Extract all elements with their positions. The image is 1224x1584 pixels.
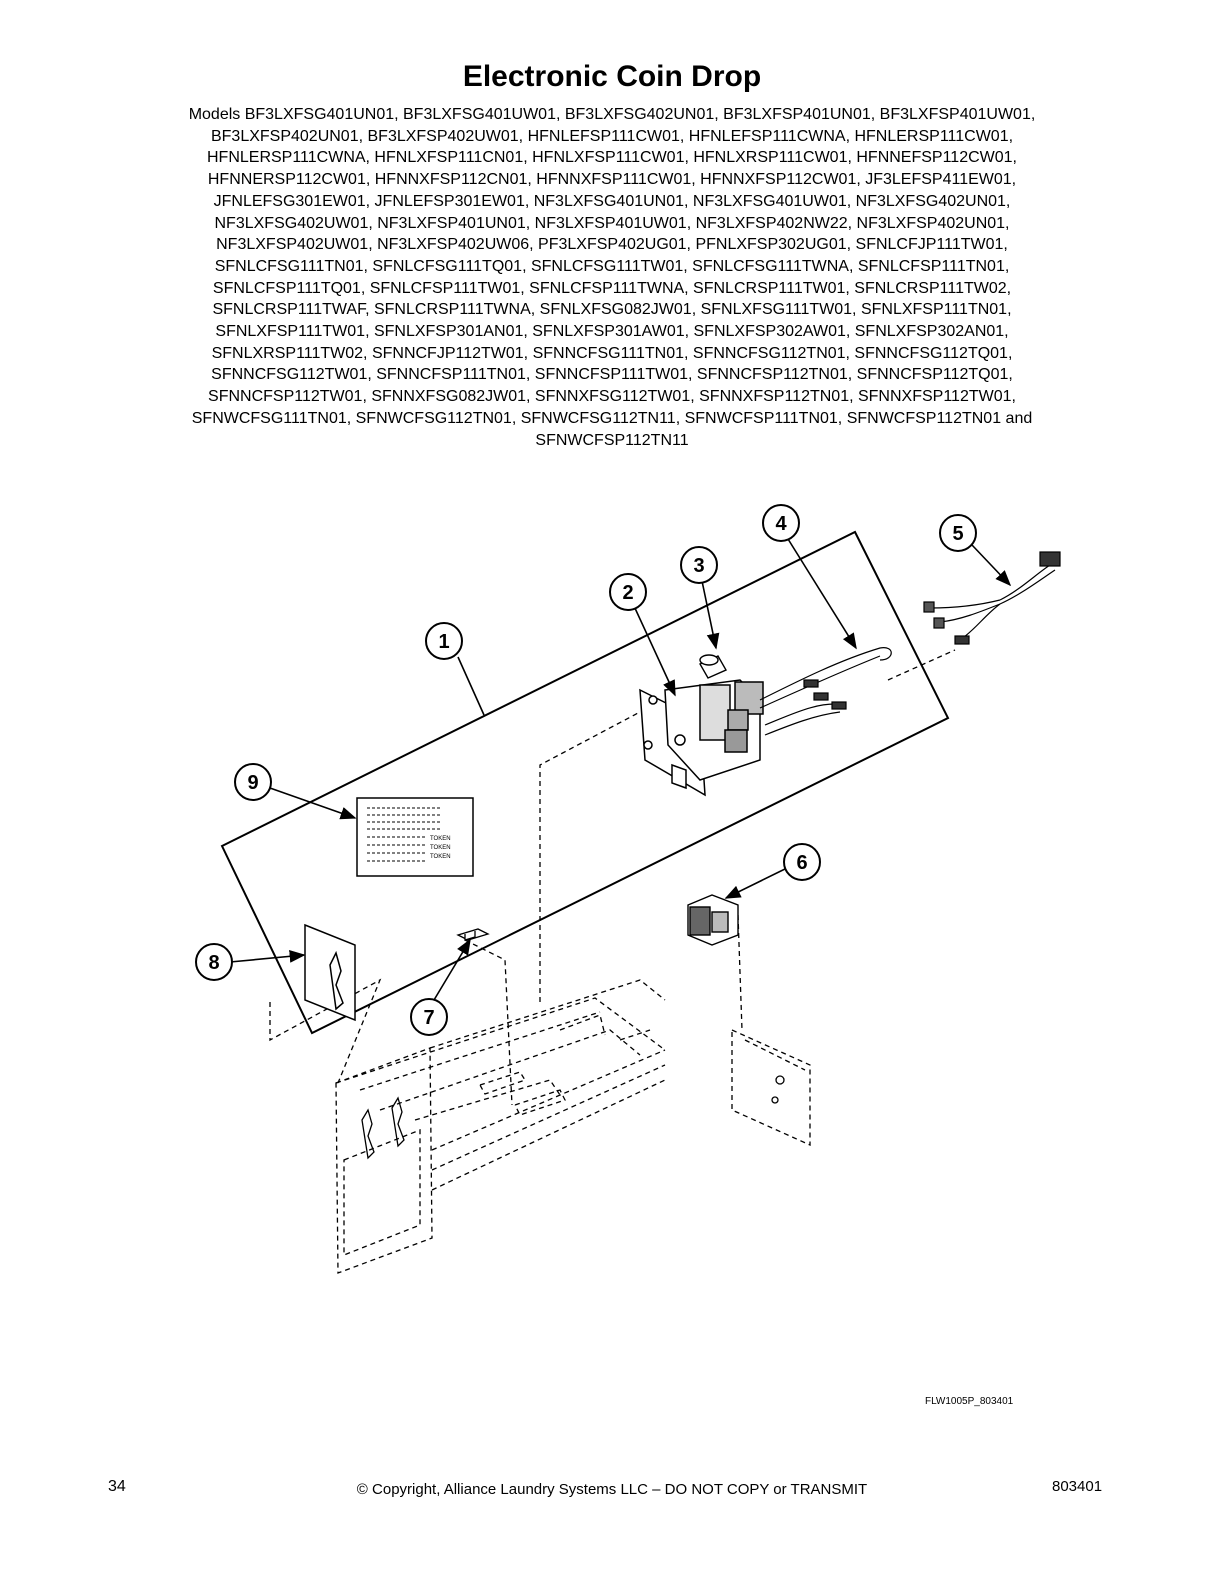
- svg-text:2: 2: [622, 582, 633, 604]
- models-line: JFNLEFSG301EW01, JFNLEFSP301EW01, NF3LXF…: [213, 192, 1011, 210]
- decal-token-text: TOKEN: [430, 836, 451, 842]
- callout-7: 7: [410, 998, 448, 1036]
- svg-text:4: 4: [775, 513, 787, 535]
- callout-4: 4: [762, 504, 800, 542]
- callout-8: 8: [195, 943, 233, 981]
- models-line: SFNLCFSG111TN01, SFNLCFSG111TQ01, SFNLCF…: [214, 257, 1010, 275]
- models-line: SFNWCFSG111TN01, SFNWCFSG112TN01, SFNWCF…: [191, 409, 1033, 427]
- models-line: SFNLCFSP111TQ01, SFNLCFSP111TW01, SFNLCF…: [212, 279, 1012, 297]
- models-line: SFNLXRSP111TW02, SFNNCFJP112TW01, SFNNCF…: [211, 344, 1013, 362]
- callout-9: 9: [234, 763, 272, 801]
- leader-3: [701, 580, 720, 650]
- leader-1: [457, 656, 485, 716]
- models-line: SFNNCFSG112TW01, SFNNCFSP111TN01, SFNNCF…: [211, 366, 1013, 384]
- token-decal: TOKEN TOKEN TOKEN: [356, 797, 474, 877]
- leader-9: [269, 787, 357, 820]
- coin-slot-plate: [304, 923, 356, 1022]
- callout-3: 3: [680, 546, 718, 584]
- models-line: Models BF3LXFSG401UN01, BF3LXFSG401UW01,…: [188, 106, 1036, 123]
- wire-harness: [759, 647, 892, 736]
- svg-text:1: 1: [438, 631, 449, 653]
- leader-7: [433, 938, 471, 1001]
- callout-2: 2: [609, 573, 647, 611]
- models-line: HFNLERSP111CWNA, HFNLXFSP111CN01, HFNLXF…: [206, 149, 1017, 167]
- svg-text:5: 5: [952, 523, 963, 545]
- figure-id: FLW1005P_803401: [925, 1396, 1014, 1407]
- page-title: Electronic Coin Drop: [462, 60, 762, 93]
- callout-1: 1: [425, 622, 463, 660]
- svg-text:3: 3: [693, 555, 704, 577]
- models-line: SFNLCRSP111TWAF, SFNLCRSP111TWNA, SFNLXF…: [212, 301, 1012, 319]
- leader-4: [787, 538, 857, 650]
- base-bracket-assembly: [269, 649, 956, 1274]
- models-line: NF3LXFSG402UW01, NF3LXFSP401UN01, NF3LXF…: [214, 214, 1010, 232]
- svg-text:6: 6: [796, 852, 807, 874]
- svg-text:7: 7: [423, 1007, 434, 1029]
- document-number: 803401: [1052, 1478, 1103, 1495]
- models-line: BF3LXFSP402UN01, BF3LXFSP402UW01, HFNLEF…: [210, 127, 1014, 145]
- decal-token-text: TOKEN: [430, 854, 451, 860]
- clip-part: [456, 928, 490, 941]
- leader-5: [971, 544, 1012, 587]
- svg-text:9: 9: [247, 772, 258, 794]
- callout-5: 5: [939, 514, 977, 552]
- callout-6: 6: [783, 843, 821, 881]
- leader-6: [724, 867, 788, 899]
- models-line: NF3LXFSP402UW01, NF3LXFSP402UW06, PF3LXF…: [216, 236, 1008, 254]
- leader-8: [229, 949, 306, 963]
- models-line: SFNWCFSP112TN11: [535, 431, 689, 449]
- models-line: HFNNERSP112CW01, HFNNXFSP112CN01, HFNNXF…: [207, 171, 1017, 189]
- transformer-part: [687, 894, 739, 946]
- page-number: 34: [108, 1478, 126, 1495]
- coin-drop-assembly: [639, 679, 764, 797]
- kit-outline: [220, 530, 950, 1035]
- copyright-notice: © Copyright, Alliance Laundry Systems LL…: [356, 1481, 868, 1498]
- spacer-part: [699, 654, 727, 679]
- wiring-harness-assembly: [923, 551, 1061, 645]
- decal-token-text: TOKEN: [430, 845, 451, 851]
- models-list: Models BF3LXFSG401UN01, BF3LXFSG401UW01,…: [112, 104, 1112, 451]
- svg-text:8: 8: [208, 952, 219, 974]
- models-line: SFNNCFSP112TW01, SFNNXFSG082JW01, SFNNXF…: [208, 388, 1016, 406]
- models-line: SFNLXFSP111TW01, SFNLXFSP301AN01, SFNLXF…: [215, 323, 1009, 341]
- leader-2: [633, 605, 676, 697]
